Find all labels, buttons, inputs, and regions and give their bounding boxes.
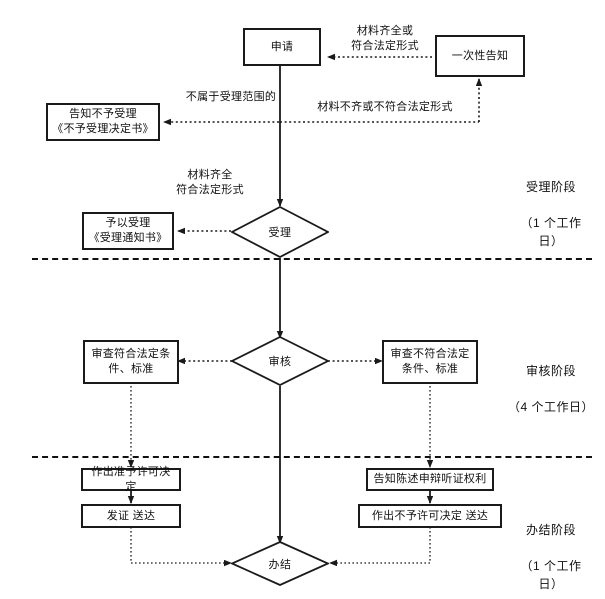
node-issue-deliver[interactable]: 发证 送达 (81, 504, 181, 528)
diamond-shape-accept (231, 206, 329, 258)
node-notify-rights[interactable]: 告知陈述申辩听证权利 (366, 468, 494, 491)
node-review-pass-label: 审查符合法定条 件、标准 (91, 348, 171, 375)
node-review-decision[interactable]: 审核 (231, 336, 329, 386)
node-apply-label: 申请 (270, 40, 294, 53)
stage-accept-name: 受理阶段 (525, 180, 576, 194)
node-grant-accept-label: 予以受理 《受理通知书》 (88, 217, 168, 244)
node-notify-reject-accept-label: 告知不予受理 《不予受理决定书》 (52, 108, 154, 135)
node-apply[interactable]: 申请 (243, 28, 321, 66)
node-review-decision-label: 审核 (268, 356, 292, 368)
node-notify-rights-label: 告知陈述申辩听证权利 (373, 473, 487, 485)
divider-accept-stage (32, 258, 592, 260)
stage-review-name: 审核阶段 (525, 364, 576, 378)
diamond-shape-finish (231, 541, 329, 586)
stage-finish-duration: （1 个工作 日） (520, 559, 582, 591)
stage-label-accept: 受理阶段 （1 个工作 日） (508, 160, 594, 268)
node-finish-label: 办结 (268, 558, 292, 571)
edge-label-materials-complete-legal: 材料齐全 符合法定形式 (176, 169, 244, 196)
node-deny-permit-label: 作出不予许可决定 送达 (371, 509, 489, 522)
stage-review-duration: （4 个工作日） (507, 400, 594, 414)
node-review-fail-label: 审查不符合法定 条件、标准 (390, 348, 470, 375)
diamond-shape-review (231, 336, 329, 386)
stage-label-finish: 办结阶段 （1 个工作 日） (508, 503, 594, 599)
divider-review-stage (32, 456, 592, 458)
stage-label-review: 审核阶段 （4 个工作日） (504, 344, 598, 434)
node-notify-reject-accept[interactable]: 告知不予受理 《不予受理决定书》 (46, 103, 160, 141)
node-finish[interactable]: 办结 (231, 541, 329, 586)
node-deny-permit[interactable]: 作出不予许可决定 送达 (358, 504, 502, 528)
node-review-fail[interactable]: 审查不符合法定 条件、标准 (382, 340, 478, 384)
node-issue-deliver-label: 发证 送达 (106, 509, 156, 522)
node-accept-decision-label: 受理 (268, 227, 292, 239)
stage-finish-name: 办结阶段 (525, 523, 576, 537)
node-grant-accept[interactable]: 予以受理 《受理通知书》 (82, 212, 174, 250)
node-one-time-notice[interactable]: 一次性告知 (435, 35, 525, 77)
edge-label-materials-incomplete: 材料不齐或不符合法定形式 (317, 101, 453, 113)
edge-label-materials-complete-or-legal: 材料齐全或 符合法定形式 (351, 25, 419, 52)
node-accept-decision[interactable]: 受理 (231, 206, 329, 258)
node-one-time-notice-label: 一次性告知 (451, 49, 509, 62)
node-grant-permit[interactable]: 作出准予许可决定 (81, 466, 181, 493)
node-grant-permit-label: 作出准予许可决定 (91, 465, 171, 493)
node-review-pass[interactable]: 审查符合法定条 件、标准 (83, 340, 179, 384)
edge-label-not-in-scope: 不属于受理范围的 (185, 91, 277, 103)
stage-accept-duration: （1 个工作 日） (520, 216, 582, 248)
